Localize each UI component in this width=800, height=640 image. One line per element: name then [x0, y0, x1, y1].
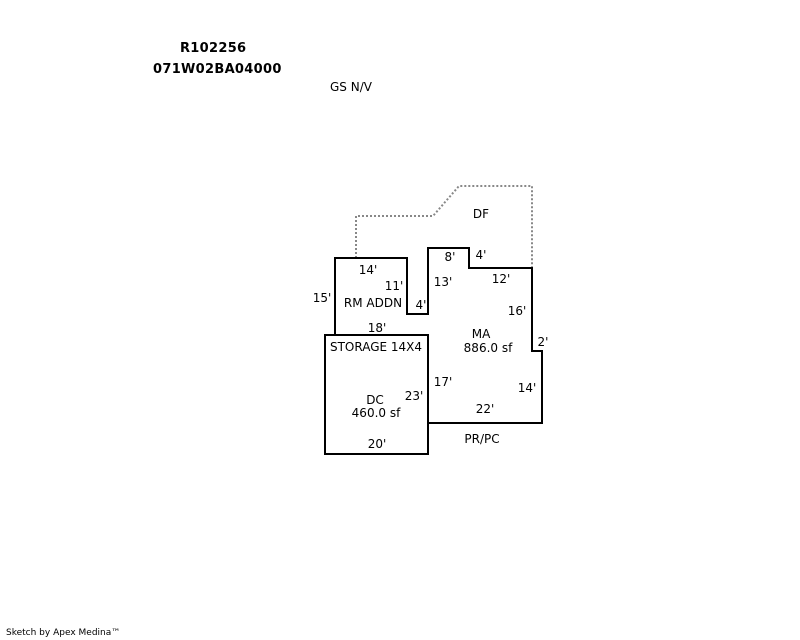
- dim-ma-bottom: 22': [476, 402, 495, 416]
- dim-ma-left-lower: 17': [434, 375, 453, 389]
- dim-rm-left: 15': [313, 291, 332, 305]
- sketch-note: GS N/V: [330, 80, 372, 94]
- dim-dc-bottom: 20': [368, 437, 387, 451]
- dim-notch-bottom: 4': [416, 298, 427, 312]
- dc-label: DC: [366, 393, 384, 407]
- storage-label: STORAGE 14X4: [330, 340, 422, 354]
- pr-pc-label: PR/PC: [464, 432, 499, 446]
- df-label: DF: [473, 207, 489, 221]
- rm-addn-label: RM ADDN: [344, 296, 402, 310]
- ma-label: MA: [472, 327, 491, 341]
- ma-area: 886.0 sf: [464, 341, 513, 355]
- dim-rm-bottom: 18': [368, 321, 387, 335]
- dim-ma-right-lower: 14': [518, 381, 537, 395]
- main-outline: [334, 247, 543, 424]
- dc-outline: [324, 334, 429, 455]
- dim-rm-right: 11': [385, 279, 404, 293]
- dim-dc-right: 23': [405, 389, 424, 403]
- df-outline: [355, 185, 533, 268]
- dim-ma-notch-top: 8': [445, 250, 456, 264]
- dc-area: 460.0 sf: [352, 406, 401, 420]
- map-tax-lot: 071W02BA04000: [153, 62, 282, 77]
- dim-ma-jog: 2': [538, 335, 549, 349]
- dim-ma-right-upper: 16': [508, 304, 527, 318]
- dim-rm-top: 14': [359, 263, 378, 277]
- dim-ma-top-right: 12': [492, 272, 511, 286]
- dim-ma-notch-side: 13': [434, 275, 453, 289]
- dim-ma-notch-step: 4': [476, 248, 487, 262]
- account-number: R102256: [180, 41, 247, 56]
- sketch-credit: Sketch by Apex Medina™: [6, 628, 121, 638]
